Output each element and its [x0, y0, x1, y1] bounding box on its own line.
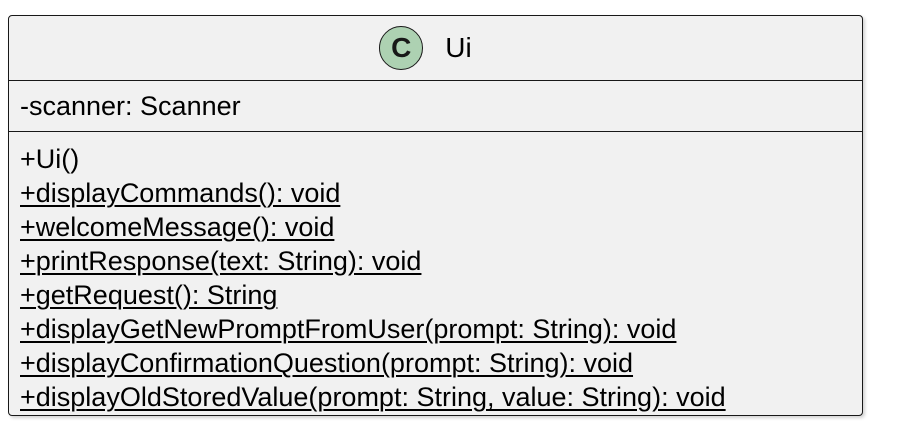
method-item: +displayOldStoredValue(prompt: String, v… [20, 382, 726, 412]
method-item: +Ui() [20, 144, 80, 174]
method-item: +welcomeMessage(): void [20, 212, 335, 242]
method-item: +displayCommands(): void [20, 178, 341, 208]
class-stereotype-icon: C [379, 26, 424, 70]
method-item: +displayGetNewPromptFromUser(prompt: Str… [20, 314, 677, 344]
class-name: Ui [445, 32, 472, 63]
method-item: +getRequest(): String [20, 280, 278, 310]
method-item: +printResponse(text: String): void [20, 246, 422, 276]
method-item: +displayConfirmationQuestion(prompt: Str… [20, 348, 634, 378]
uml-class-box: C Ui -scanner: Scanner +Ui() +displayCom… [8, 15, 863, 416]
attribute-item: -scanner: Scanner [20, 91, 241, 121]
class-header: C Ui [9, 16, 862, 81]
attributes-section: -scanner: Scanner [9, 81, 862, 132]
methods-section: +Ui() +displayCommands(): void +welcomeM… [9, 132, 862, 414]
